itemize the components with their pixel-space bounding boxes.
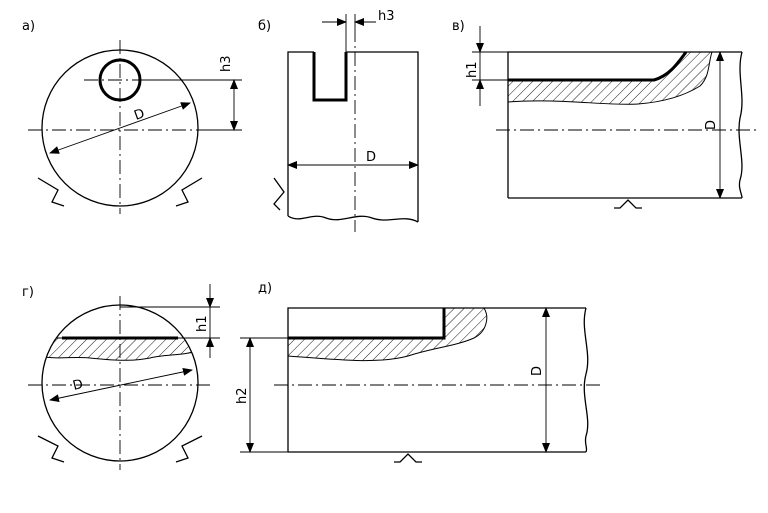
view-c-cutter-path xyxy=(508,51,688,82)
view-c-D-label: D xyxy=(704,120,719,130)
view-e-cut-step xyxy=(288,308,446,340)
view-a: a) h3 D xyxy=(22,19,242,214)
view-d-D-label: D xyxy=(71,377,84,394)
view-b-label: б) xyxy=(258,19,271,34)
view-e-support xyxy=(394,453,422,463)
view-a-h3-label: h3 xyxy=(219,55,234,72)
view-b-break-line xyxy=(287,215,419,223)
view-d: г) h1 D xyxy=(22,284,220,470)
view-e-body-top-left xyxy=(287,307,586,452)
view-b-body-outline xyxy=(287,51,419,222)
view-c-label: в) xyxy=(452,19,465,34)
view-c: в) h1 D xyxy=(452,19,756,209)
view-d-support-right xyxy=(175,435,203,463)
view-b: б) h3 D xyxy=(258,9,419,232)
view-e-D-label: D xyxy=(530,366,545,376)
view-e-break-line xyxy=(583,307,589,453)
view-c-h1-label: h1 xyxy=(465,61,480,78)
view-a-D-label: D xyxy=(132,106,147,124)
view-e-h2-label: h2 xyxy=(235,387,250,404)
view-d-D-dimension-line xyxy=(49,367,193,403)
view-d-h1-label: h1 xyxy=(195,315,210,332)
view-a-label: a) xyxy=(22,19,35,34)
view-b-h3-label: h3 xyxy=(378,9,395,24)
view-a-D-dimension-line xyxy=(49,102,191,154)
view-e-hatched-layer xyxy=(287,307,488,362)
view-e-label: д) xyxy=(258,281,272,296)
view-a-support-left xyxy=(37,177,65,207)
view-b-D-label: D xyxy=(366,150,376,165)
view-a-support-right xyxy=(175,177,203,207)
view-c-support xyxy=(614,199,642,209)
view-b-support xyxy=(273,177,285,211)
view-c-break-line xyxy=(738,51,743,199)
view-d-support-left xyxy=(37,435,65,463)
view-b-slot xyxy=(312,52,348,102)
view-d-label: г) xyxy=(22,285,34,300)
view-e: д) h2 D xyxy=(235,281,600,463)
